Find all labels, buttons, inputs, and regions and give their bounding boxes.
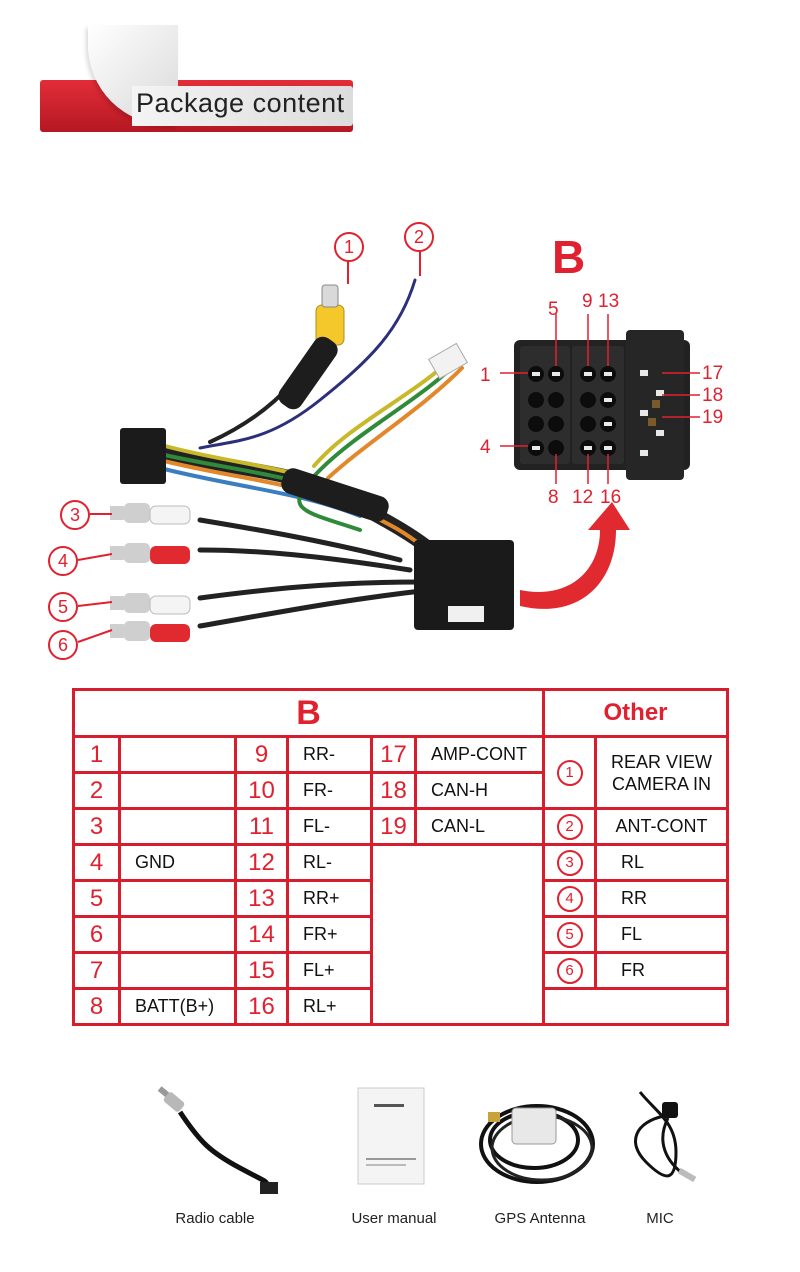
other-number-cell: 4 <box>542 879 597 918</box>
other-number-cell: 5 <box>542 915 597 954</box>
pin-number: 3 <box>72 807 121 846</box>
pin-number: 2 <box>72 771 121 810</box>
pin-number: 7 <box>72 951 121 990</box>
other-function: REAR VIEW CAMERA IN <box>593 735 730 810</box>
pin-number: 8 <box>72 987 121 1026</box>
pin-number: 1 <box>72 735 121 774</box>
table-header-other: Other <box>541 688 730 738</box>
banner-title: Package content <box>136 88 345 118</box>
callout-4-rr: 4 <box>48 546 78 576</box>
connector-b-title: B <box>552 231 586 283</box>
pin-function: FR+ <box>286 915 373 954</box>
other-function: RL <box>593 843 730 882</box>
pin-function <box>118 735 237 774</box>
pin-number: 11 <box>234 807 289 846</box>
pin-function <box>118 915 237 954</box>
pin-function <box>118 771 237 810</box>
other-number: 2 <box>556 813 583 840</box>
pin-label-4: 4 <box>480 437 491 458</box>
banner-grey-plate <box>132 86 353 126</box>
harness-diagram: B 1 2 3 4 5 6 5 9 13 1 4 17 18 19 8 12 1… <box>0 210 800 670</box>
pin-function: AMP-CONT <box>414 735 545 774</box>
callout-1-camera: 1 <box>334 232 364 262</box>
section-banner: Package content <box>40 25 353 132</box>
pin-label-5: 5 <box>548 299 559 320</box>
other-number-cell: 3 <box>542 843 597 882</box>
pin-number: 6 <box>72 915 121 954</box>
pin-function: RR+ <box>286 879 373 918</box>
callout-5-fl: 5 <box>48 592 78 622</box>
other-function: RR <box>593 879 730 918</box>
pin-function: CAN-H <box>414 771 545 810</box>
accessory-caption-user-manual: User manual <box>351 1210 437 1227</box>
radio-cable-icon <box>150 1082 290 1212</box>
other-function: FL <box>593 915 730 954</box>
other-number: 4 <box>556 885 583 912</box>
pin-number: 18 <box>370 771 417 810</box>
pin-number: 17 <box>370 735 417 774</box>
pin-function <box>118 951 237 990</box>
callout-3-rl: 3 <box>60 500 90 530</box>
empty-block <box>370 843 545 1026</box>
pinout-table: B Other 1 9 RR- 17 AMP-CONT 1 REAR VIEW … <box>72 688 730 1026</box>
other-number-cell: 6 <box>542 951 597 990</box>
pin-label-12: 12 <box>572 487 594 508</box>
other-function: FR <box>593 951 730 990</box>
pin-label-17: 17 <box>702 363 724 384</box>
pin-function: RL+ <box>286 987 373 1026</box>
pin-number: 10 <box>234 771 289 810</box>
pin-function <box>118 879 237 918</box>
pin-number: 16 <box>234 987 289 1026</box>
pin-number: 19 <box>370 807 417 846</box>
table-header-b: B <box>72 688 545 738</box>
pin-label-19: 19 <box>702 407 724 428</box>
pin-function: FL- <box>286 807 373 846</box>
pin-number: 9 <box>234 735 289 774</box>
pin-number: 4 <box>72 843 121 882</box>
other-empty-cell <box>541 987 730 1026</box>
accessory-caption-radio-cable: Radio cable <box>175 1210 255 1227</box>
callout-2-antenna: 2 <box>404 222 434 252</box>
pin-number: 14 <box>234 915 289 954</box>
pin-label-13: 13 <box>598 291 620 312</box>
other-function: ANT-CONT <box>593 807 730 846</box>
pin-label-9: 9 <box>582 291 593 312</box>
pin-number: 15 <box>234 951 289 990</box>
pin-function: FL+ <box>286 951 373 990</box>
other-number-cell: 2 <box>542 807 597 846</box>
other-number: 1 <box>556 759 583 786</box>
accessory-caption-gps-antenna: GPS Antenna <box>494 1210 586 1227</box>
harness-illustration <box>77 248 700 643</box>
other-number: 3 <box>556 849 583 876</box>
pin-label-18: 18 <box>702 385 724 406</box>
pin-function: FR- <box>286 771 373 810</box>
gps-antenna-icon <box>472 1082 602 1212</box>
pin-function: RL- <box>286 843 373 882</box>
pin-label-1: 1 <box>480 365 491 386</box>
pin-number: 5 <box>72 879 121 918</box>
pin-function: CAN-L <box>414 807 545 846</box>
other-number-cell: 1 <box>542 735 597 810</box>
pin-label-8: 8 <box>548 487 559 508</box>
pin-function: GND <box>118 843 237 882</box>
pin-number: 12 <box>234 843 289 882</box>
other-number: 5 <box>556 921 583 948</box>
pin-number: 13 <box>234 879 289 918</box>
pin-function: BATT(B+) <box>118 987 237 1026</box>
pin-label-16: 16 <box>600 487 622 508</box>
microphone-icon <box>616 1082 706 1212</box>
pin-function <box>118 807 237 846</box>
user-manual-icon <box>352 1082 432 1212</box>
pin-function: RR- <box>286 735 373 774</box>
accessory-caption-mic: MIC <box>646 1210 674 1227</box>
callout-6-fr: 6 <box>48 630 78 660</box>
other-number: 6 <box>556 957 583 984</box>
